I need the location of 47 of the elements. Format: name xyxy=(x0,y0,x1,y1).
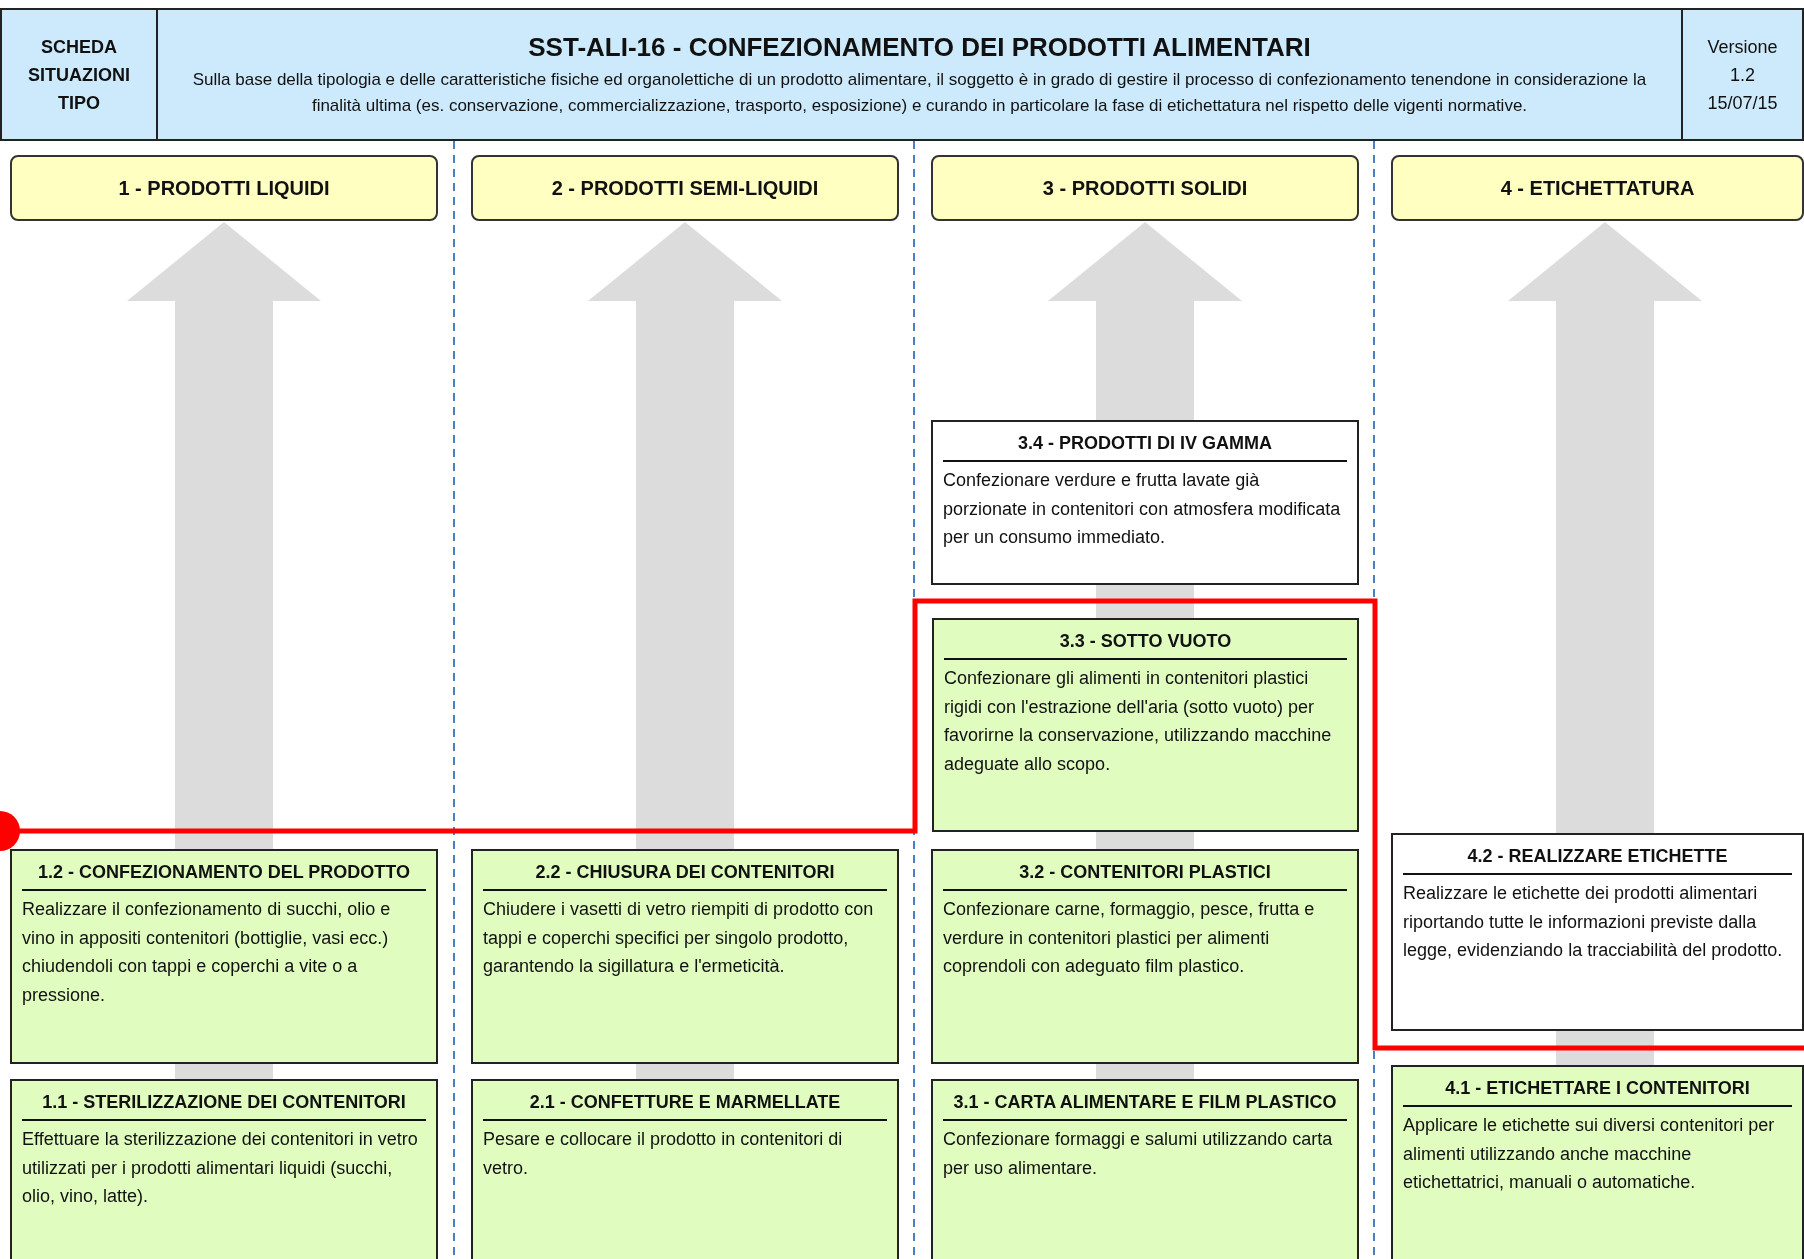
task-title: 2.1 - CONFETTURE E MARMELLATE xyxy=(483,1089,887,1121)
task-title: 3.1 - CARTA ALIMENTARE E FILM PLASTICO xyxy=(943,1089,1347,1121)
task-box xyxy=(1391,1065,1804,1259)
task-description: Confezionare carne, formaggio, pesce, frutta e verdure in contenitori plastici per alimenti coprendoli con adeguato film plastico. xyxy=(943,898,1316,978)
task-title: 1.1 - STERILIZZAZIONE DEI CONTENITORI xyxy=(22,1089,426,1121)
task-title: 3.4 - PRODOTTI DI IV GAMMA xyxy=(943,430,1347,462)
column-title: 4 - ETICHETTATURA xyxy=(1500,176,1695,201)
version-text: Versione xyxy=(1707,35,1778,59)
column-header xyxy=(471,155,899,221)
version-text: 15/07/15 xyxy=(1707,91,1778,115)
sheet-type-label: SCHEDA SITUAZIONI TIPO xyxy=(27,35,131,115)
column-title: 3 - PRODOTTI SOLIDI xyxy=(1042,176,1248,201)
task-description: Effettuare la sterilizzazione dei contenitori in vetro utilizzati per i prodotti alimentari liquidi (succhi, olio, vino, latte). xyxy=(22,1128,419,1208)
column-title: 2 - PRODOTTI SEMI-LIQUIDI xyxy=(551,176,819,201)
task-box xyxy=(471,849,899,1064)
task-title: 3.3 - SOTTO VUOTO xyxy=(944,628,1347,660)
column-header xyxy=(931,155,1359,221)
task-description: Confezionare formaggi e salumi utilizzando carta per uso alimentare. xyxy=(943,1128,1334,1180)
task-title: 2.2 - CHIUSURA DEI CONTENITORI xyxy=(483,859,887,891)
header-cell xyxy=(0,8,158,141)
task-description: Applicare le etichette sui diversi contenitori per alimenti utilizzando anche macchine etichettatrici, manuali o automatiche. xyxy=(1403,1114,1776,1194)
task-box xyxy=(10,1079,438,1259)
description: Sulla base della tipologia e delle caratteristiche fisiche ed organolettiche di un prodotto alimentare, il soggetto è in grado di gestire il processo di confezionamento tenendone in considerazione la finalità ultima (es. conservazione, commercializzazione, trasporto, esposizione) e curando in particolare la fase di etichettatura nel rispetto delle vigenti normative. xyxy=(191,68,1648,117)
version-text: 1.2 xyxy=(1730,63,1755,87)
task-title: 4.1 - ETICHETTARE I CONTENITORI xyxy=(1403,1075,1792,1107)
task-box xyxy=(931,1079,1359,1259)
column-header xyxy=(1391,155,1804,221)
task-description: Realizzare le etichette dei prodotti alimentari riportando tutte le informazioni previste dalla legge, evidenziando la tracciabilità del prodotto. xyxy=(1403,882,1784,962)
task-description: Chiudere i vasetti di vetro riempiti di prodotto con tappi e coperchi specifici per singolo prodotto, garantendo la sigillatura e l'ermeticità. xyxy=(483,898,875,978)
task-title: 3.2 - CONTENITORI PLASTICI xyxy=(943,859,1347,891)
task-description: Confezionare gli alimenti in contenitori plastici rigidi con l'estrazione dell'aria (sotto vuoto) per favorirne la conservazione, utilizzando macchine adeguate allo scopo. xyxy=(944,667,1333,776)
task-box xyxy=(471,1079,899,1259)
task-title: 4.2 - REALIZZARE ETICHETTE xyxy=(1403,843,1792,875)
task-box xyxy=(931,420,1359,585)
task-description: Pesare e collocare il prodotto in contenitori di vetro. xyxy=(483,1128,844,1180)
title-cell xyxy=(158,8,1681,141)
version-cell xyxy=(1681,8,1804,141)
task-box xyxy=(931,849,1359,1064)
task-title: 1.2 - CONFEZIONAMENTO DEL PRODOTTO xyxy=(22,859,426,891)
task-box xyxy=(932,618,1359,832)
task-description: Confezionare verdure e frutta lavate già porzionate in contenitori con atmosfera modificata per un consumo immediato. xyxy=(943,469,1342,549)
task-box xyxy=(10,849,438,1064)
task-description: Realizzare il confezionamento di succhi, olio e vino in appositi contenitori (bottiglie, vasi ecc.) chiudendoli con tappi e coperchi a vite o a pressione. xyxy=(22,898,392,1007)
title: SST-ALI-16 - CONFEZIONAMENTO DEI PRODOTTI ALIMENTARI xyxy=(528,30,1311,63)
column-title: 1 - PRODOTTI LIQUIDI xyxy=(118,176,330,201)
task-box xyxy=(1391,833,1804,1031)
column-header xyxy=(10,155,438,221)
